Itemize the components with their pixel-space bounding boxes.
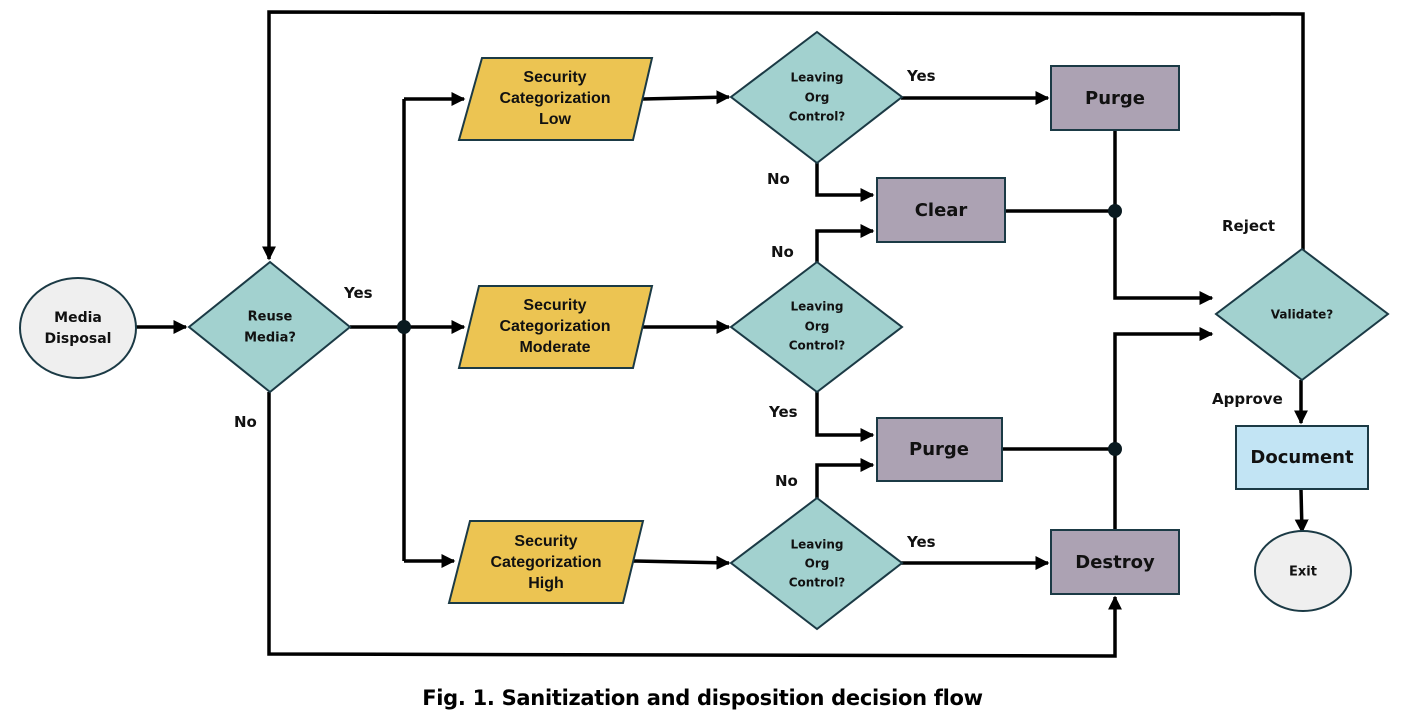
edge-low-no-clear <box>815 163 875 202</box>
node-label-line: Control? <box>789 110 846 124</box>
node-label-line: Leaving <box>791 71 844 85</box>
label-low-yes: Yes <box>906 67 936 85</box>
edge-high-no-purge <box>815 458 875 498</box>
edge-destroy-validate <box>1113 327 1214 530</box>
label-reuse-yes: Yes <box>343 284 373 302</box>
node-exit: Exit <box>1254 530 1352 612</box>
label-high-yes: Yes <box>906 533 936 551</box>
junction-dot-clear <box>1108 204 1122 218</box>
node-label: Exit <box>1289 565 1317 580</box>
node-purge-mid: Purge <box>876 417 1003 482</box>
label-reuse-no: No <box>234 413 257 431</box>
node-label-line: Security <box>514 533 577 550</box>
node-document: Document <box>1235 425 1369 490</box>
junction-dot-reuse <box>397 320 411 334</box>
node-label-line: Reuse <box>248 310 293 325</box>
edge-cat-low-leave <box>642 90 731 105</box>
node-validate: Validate? <box>1214 247 1390 382</box>
node-destroy: Destroy <box>1050 529 1180 595</box>
connectors <box>135 10 1309 658</box>
edge-document-exit <box>1294 489 1309 534</box>
node-label-line: Control? <box>789 339 846 353</box>
node-label: Validate? <box>1271 308 1334 322</box>
node-label: Purge <box>909 439 969 460</box>
node-label-line: Low <box>539 111 572 128</box>
label-mod-no: No <box>771 243 794 261</box>
node-label-line: Security <box>523 69 586 86</box>
node-reuse-media: Reuse Media? <box>187 260 352 394</box>
node-label-line: Org <box>805 320 830 334</box>
node-label-line: Disposal <box>45 331 112 347</box>
figure-caption: Fig. 1. Sanitization and disposition dec… <box>422 686 983 710</box>
node-label-line: Control? <box>789 576 846 590</box>
node-purge-top: Purge <box>1050 65 1180 131</box>
node-categorization-moderate: Security Categorization Moderate <box>457 285 654 369</box>
label-mod-yes: Yes <box>768 403 798 421</box>
node-label: Document <box>1250 447 1354 468</box>
edge-labels: Yes No Yes No No Yes No Yes Reject Appro… <box>234 67 1283 551</box>
node-categorization-high: Security Categorization High <box>447 520 645 604</box>
label-high-no: No <box>775 472 798 490</box>
edge-validate-reject <box>262 10 1305 261</box>
node-label: Purge <box>1085 88 1145 109</box>
node-media-disposal: Media Disposal <box>19 277 137 379</box>
node-label-line: High <box>528 575 564 592</box>
node-label-line: Org <box>805 557 830 571</box>
node-label-line: Leaving <box>791 300 844 314</box>
node-label: Destroy <box>1075 552 1155 573</box>
node-label: Clear <box>915 200 968 221</box>
edge-mod-yes-purge <box>815 392 875 442</box>
node-categorization-low: Security Categorization Low <box>457 57 654 141</box>
edge-mod-no-clear <box>815 224 875 262</box>
node-label-line: Categorization <box>490 554 601 571</box>
node-leaving-org-high: Leaving Org Control? <box>729 496 904 631</box>
node-label-line: Categorization <box>499 318 610 335</box>
node-leaving-org-moderate: Leaving Org Control? <box>729 260 904 394</box>
label-low-no: No <box>767 170 790 188</box>
junction-dot-purge-mid <box>1108 442 1122 456</box>
edge-cat-high-leave <box>632 555 731 570</box>
edge-purge-top-validate <box>1113 130 1214 305</box>
node-label-line: Org <box>805 91 830 105</box>
node-label-line: Categorization <box>499 90 610 107</box>
node-leaving-org-low: Leaving Org Control? <box>729 30 904 165</box>
node-label-line: Media <box>54 310 102 326</box>
node-clear: Clear <box>876 177 1006 243</box>
edge-reuse-no-destroy <box>267 392 1122 658</box>
node-label-line: Media? <box>244 331 296 346</box>
node-label-line: Moderate <box>519 339 590 356</box>
label-reject: Reject <box>1222 217 1275 235</box>
node-label-line: Leaving <box>791 538 844 552</box>
label-approve: Approve <box>1212 390 1283 408</box>
node-label-line: Security <box>523 297 586 314</box>
